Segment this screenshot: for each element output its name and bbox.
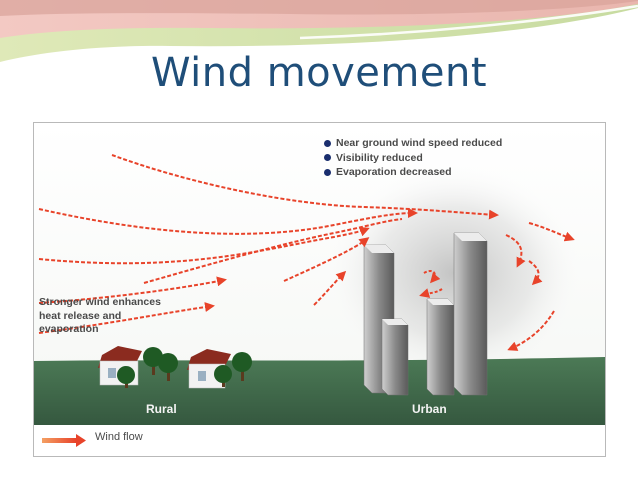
rural-label: Rural <box>146 402 177 416</box>
bullet-icon <box>324 168 331 176</box>
wind-flow-legend-arrow <box>42 434 86 447</box>
legend: Wind flow <box>39 431 143 443</box>
decorative-banner <box>0 0 638 62</box>
urban-buildings <box>363 232 488 396</box>
effects-list: Near ground wind speed reduced Visibilit… <box>324 136 502 180</box>
effect-item: Visibility reduced <box>324 151 502 166</box>
rural-houses <box>98 346 231 389</box>
slide-title: Wind movement <box>150 50 488 96</box>
wind-arrows <box>38 154 575 351</box>
effect-item: Evaporation decreased <box>324 165 502 180</box>
rural-trees <box>117 347 252 388</box>
legend-label: Wind flow <box>95 431 143 443</box>
bullet-icon <box>324 139 331 147</box>
urban-label: Urban <box>412 402 447 416</box>
effect-item: Near ground wind speed reduced <box>324 136 502 151</box>
diagram-graphic <box>34 123 605 456</box>
bullet-icon <box>324 154 331 162</box>
wind-diagram: Near ground wind speed reduced Visibilit… <box>33 122 606 457</box>
rural-wind-note: Stronger wind enhances heat release and … <box>39 296 161 335</box>
